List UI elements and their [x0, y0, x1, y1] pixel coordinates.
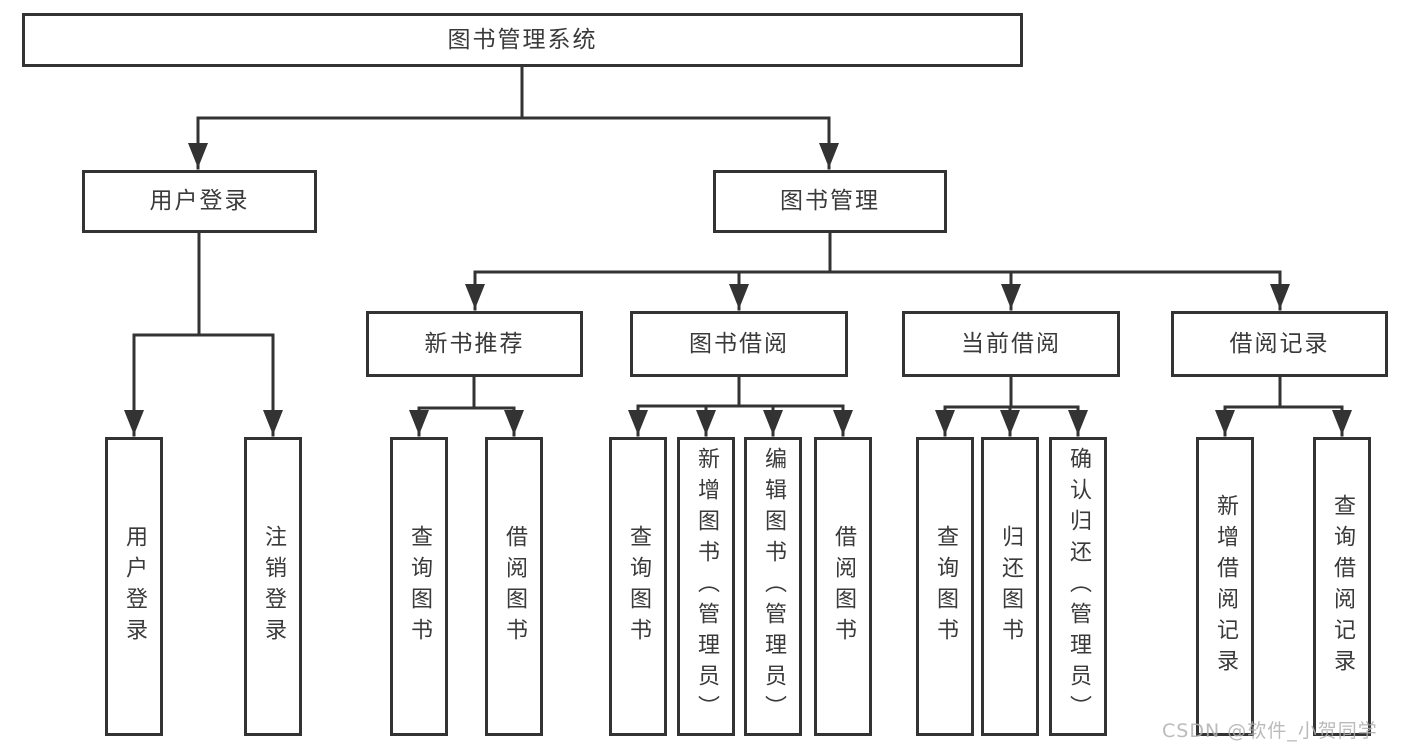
connector-root: [188, 64, 839, 170]
node-label: 确认归还（管理员）: [1066, 447, 1091, 726]
node-logout: 注销登录: [244, 437, 302, 736]
node-label: 图书管理: [780, 188, 880, 214]
node-book-management: 图书管理: [713, 170, 947, 233]
node-label: 查询图书: [933, 524, 958, 649]
node-query-books-current: 查询图书: [916, 437, 974, 736]
node-label: 借阅记录: [1229, 330, 1330, 357]
node-current-borrowing: 当前借阅: [902, 311, 1120, 377]
node-book-borrowing: 图书借阅: [630, 311, 848, 377]
watermark-csdn: CSDN @软件_小贺同学: [1162, 720, 1378, 742]
node-add-books-admin: 新增图书（管理员）: [677, 437, 735, 736]
node-label: 编辑图书（管理员）: [761, 447, 786, 726]
node-label: 查询图书: [626, 524, 651, 649]
node-confirm-return-admin: 确认归还（管理员）: [1049, 437, 1107, 736]
node-borrow-books: 借阅图书: [814, 437, 872, 736]
connector-new-book-recommendation: [409, 375, 524, 437]
node-label: 借阅图书: [502, 524, 527, 649]
connector-current-borrowing: [935, 375, 1088, 437]
node-label: 新增图书（管理员）: [694, 447, 719, 726]
node-label: 新增借阅记录: [1213, 493, 1238, 680]
node-label: 借阅图书: [831, 524, 856, 649]
node-edit-books-admin: 编辑图书（管理员）: [744, 437, 802, 736]
node-label: 图书管理系统: [447, 26, 598, 53]
node-label: 用户登录: [122, 524, 147, 649]
node-library-management-system: 图书管理系统: [22, 13, 1023, 67]
connector-book-management: [465, 231, 1290, 311]
node-query-borrow-record: 查询借阅记录: [1313, 437, 1371, 736]
node-new-book-recommendation: 新书推荐: [366, 311, 583, 377]
node-user-login-group: 用户登录: [82, 170, 317, 233]
node-return-books: 归还图书: [981, 437, 1039, 736]
node-query-books-recommend: 查询图书: [390, 437, 448, 736]
node-label: 用户登录: [149, 188, 250, 214]
node-label: 查询借阅记录: [1330, 493, 1355, 680]
node-label: 注销登录: [261, 524, 286, 649]
connector-book-borrowing: [628, 375, 853, 437]
node-user-login: 用户登录: [105, 437, 163, 736]
connector-user-login: [124, 231, 283, 437]
node-label: 图书借阅: [689, 330, 789, 357]
connector-borrowing-records: [1215, 375, 1352, 437]
node-label: 归还图书: [998, 524, 1023, 649]
node-query-books-borrowing: 查询图书: [609, 437, 667, 736]
node-borrow-books-recommend: 借阅图书: [485, 437, 543, 736]
node-borrowing-records: 借阅记录: [1171, 311, 1388, 377]
node-label: 当前借阅: [961, 330, 1061, 357]
node-label: 新书推荐: [424, 330, 525, 357]
node-add-borrow-record: 新增借阅记录: [1196, 437, 1254, 736]
node-label: 查询图书: [407, 524, 432, 649]
